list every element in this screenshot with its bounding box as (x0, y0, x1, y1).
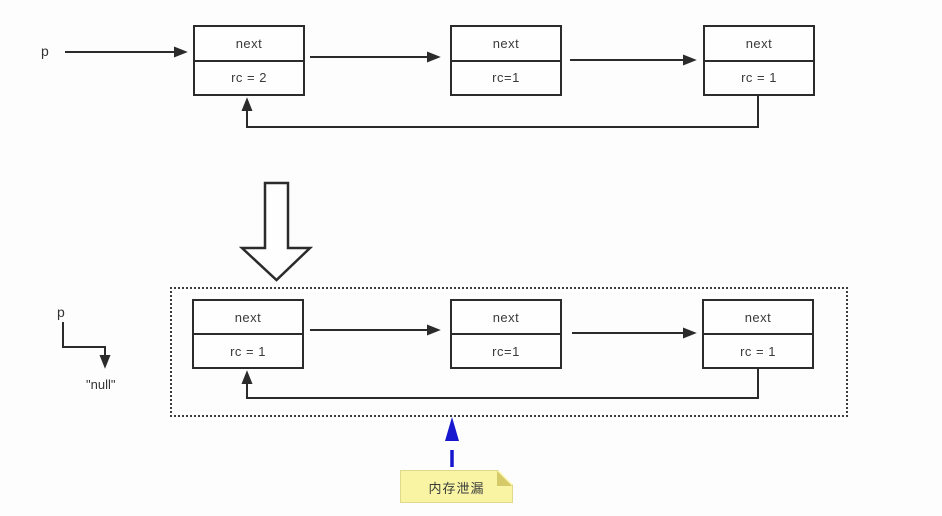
bottom-cycle-back-edge (241, 368, 759, 399)
bottom-list-node-1: next rc = 1 (192, 299, 304, 369)
node-next-field: next (745, 35, 773, 51)
leaked-memory-region (170, 287, 848, 417)
top-list-node-3: next rc = 1 (703, 25, 815, 96)
null-label: "null" (86, 377, 116, 392)
top-list-node-1: next rc = 2 (193, 25, 305, 96)
memory-leak-note-text: 内存泄漏 (428, 480, 485, 496)
node-rc-field: rc = 1 (705, 59, 813, 95)
p-label-bottom: p (57, 304, 65, 320)
transition-down-arrow-icon (238, 181, 314, 282)
node-next-field: next (492, 309, 520, 325)
note-folded-corner-icon (497, 471, 512, 486)
top-list-node-2: next rc=1 (450, 25, 562, 96)
node-rc-field: rc = 2 (195, 59, 303, 95)
node-next-field: next (235, 35, 263, 51)
top-cycle-back-edge (241, 96, 759, 128)
node-next-field: next (744, 309, 772, 325)
node-rc-field: rc=1 (452, 333, 560, 367)
memory-leak-note: 内存泄漏 (400, 470, 513, 503)
node-rc-field: rc=1 (452, 59, 560, 95)
node-next-field: next (492, 35, 520, 51)
node-rc-field: rc = 1 (194, 333, 302, 367)
leak-arrow-head-icon (445, 417, 459, 441)
bottom-list-node-2: next rc=1 (450, 299, 562, 369)
node-rc-field: rc = 1 (704, 333, 812, 367)
p-label-top: p (41, 43, 49, 59)
bottom-list-node-3: next rc = 1 (702, 299, 814, 369)
pointer-p-to-null-arrow (62, 322, 111, 369)
node-next-field: next (234, 309, 262, 325)
